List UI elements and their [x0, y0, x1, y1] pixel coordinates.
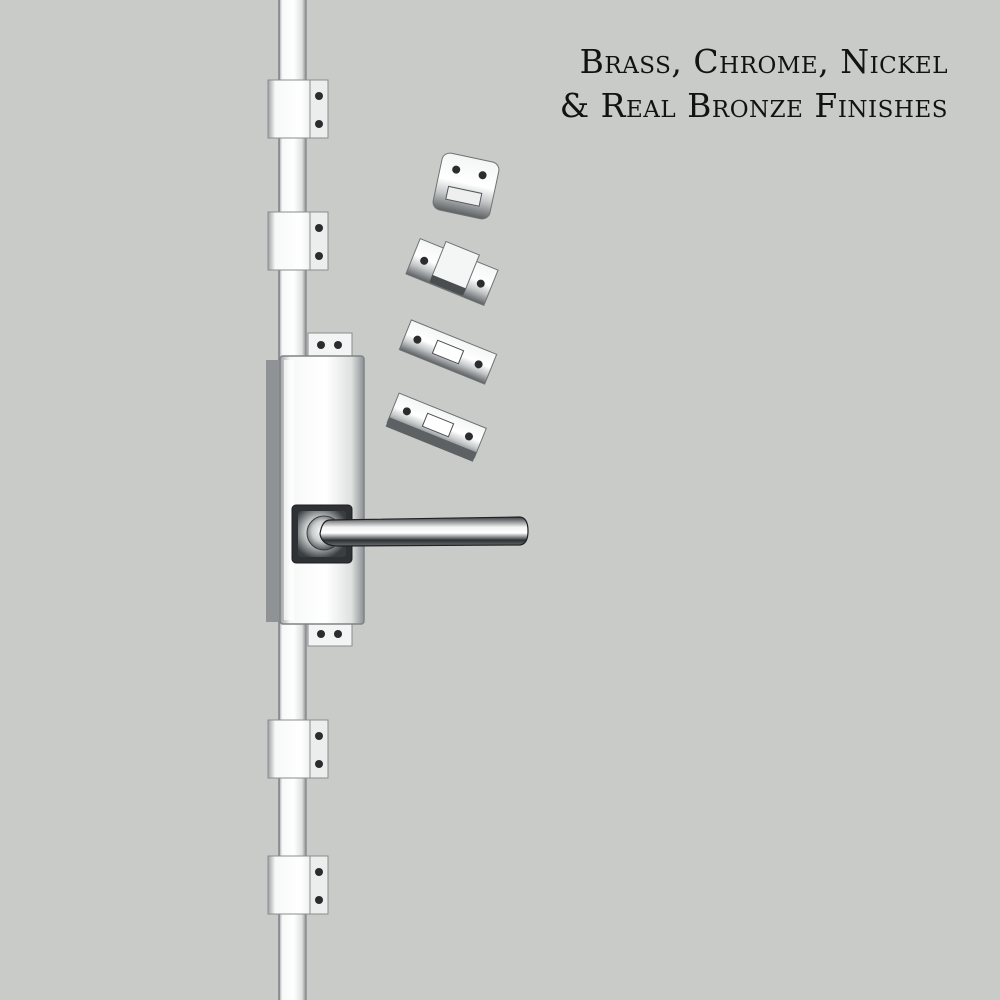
lever-handle — [291, 504, 529, 564]
strike-plate-lip — [385, 392, 487, 462]
finishes-caption: Brass, Chrome, Nickel & Real Bronze Fini… — [560, 40, 948, 128]
gearbox-tab-top — [307, 332, 353, 358]
rod-guide — [267, 855, 329, 915]
caption-line-2: & Real Bronze Finishes — [559, 86, 948, 125]
strike-plate-square — [432, 152, 500, 220]
rod-guide — [267, 211, 329, 271]
caption-line-1: Brass, Chrome, Nickel — [579, 42, 948, 81]
strike-plate-flat — [398, 319, 498, 385]
strike-plate-box — [405, 237, 499, 307]
rod-guide — [267, 719, 329, 779]
gearbox — [266, 355, 365, 625]
gearbox-tab-bottom — [307, 621, 353, 647]
rod-guide — [267, 79, 329, 139]
